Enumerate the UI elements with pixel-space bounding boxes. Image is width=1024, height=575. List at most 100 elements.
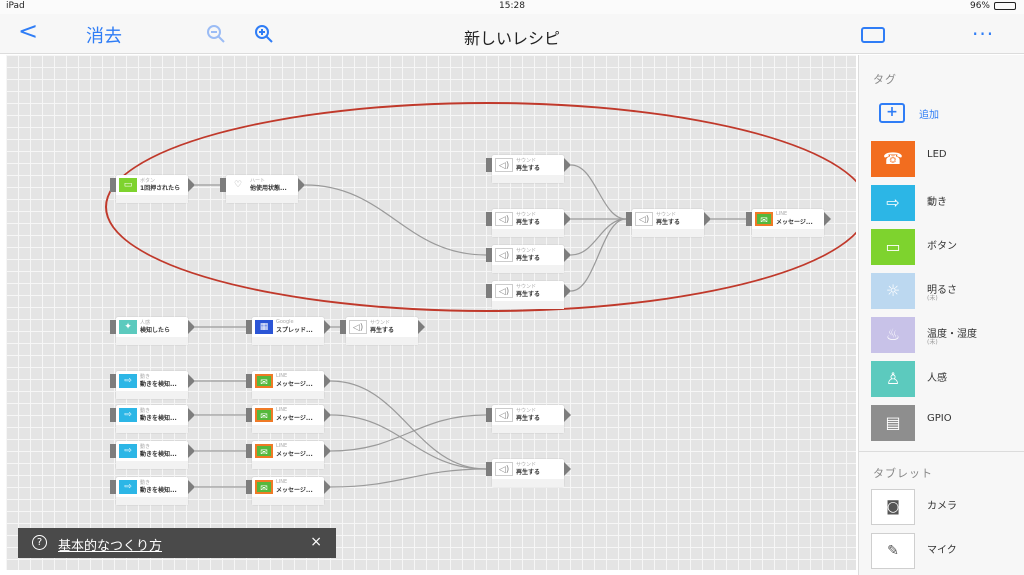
temperature-icon: ♨ [871, 317, 915, 353]
add-tag-button[interactable]: + 追加 [879, 103, 939, 123]
tag-tool-0[interactable]: ☎LED [871, 141, 1021, 177]
output-port[interactable] [704, 212, 711, 226]
input-port[interactable] [486, 212, 492, 226]
node-type: 動き [140, 444, 151, 450]
node-spk-icon: ◁) [495, 158, 513, 172]
output-port[interactable] [564, 284, 571, 298]
output-port[interactable] [324, 374, 331, 388]
close-icon[interactable]: × [310, 534, 322, 550]
recipe-node-n12[interactable]: ⇨動き動きを検知... [110, 371, 195, 399]
input-port[interactable] [110, 408, 116, 422]
tag-tool-2[interactable]: ▭ボタン [871, 229, 1021, 265]
node-label: メッセージ... [276, 381, 313, 388]
output-port[interactable] [564, 248, 571, 262]
node-label: 再生する [516, 255, 541, 262]
panel-toggle-icon[interactable] [860, 25, 886, 49]
input-port[interactable] [246, 320, 252, 334]
zoom-out-icon[interactable] [206, 24, 228, 49]
output-port[interactable] [418, 320, 425, 334]
tag-tool-5[interactable]: ♙人感 [871, 361, 1021, 397]
node-label: メッセージ... [276, 451, 313, 458]
recipe-node-n11[interactable]: ◁)サウンド再生する [340, 317, 425, 345]
recipe-node-n7[interactable]: ◁)サウンド再生する [626, 209, 711, 237]
tutorial-link[interactable]: 基本的なつくり方 [58, 539, 163, 554]
output-port[interactable] [188, 444, 195, 458]
tag-tool-1[interactable]: ⇨動き [871, 185, 1021, 221]
input-port[interactable] [110, 444, 116, 458]
input-port[interactable] [246, 374, 252, 388]
output-port[interactable] [324, 408, 331, 422]
recipe-node-n3[interactable]: ◁)サウンド再生する [486, 155, 571, 183]
recipe-node-n9[interactable]: ✦人感検知したら [110, 317, 195, 345]
output-port[interactable] [324, 320, 331, 334]
tablet-tool-0[interactable]: ◙カメラ [871, 489, 1021, 525]
output-port[interactable] [564, 212, 571, 226]
output-port[interactable] [188, 320, 195, 334]
node-line-icon: ✉ [255, 374, 273, 388]
node-spk-icon: ◁) [495, 462, 513, 476]
input-port[interactable] [110, 178, 116, 192]
node-label: 動きを検知... [140, 381, 177, 388]
input-port[interactable] [246, 444, 252, 458]
output-port[interactable] [564, 462, 571, 476]
output-port[interactable] [324, 480, 331, 494]
input-port[interactable] [626, 212, 632, 226]
output-port[interactable] [188, 178, 195, 192]
input-port[interactable] [746, 212, 752, 226]
input-port[interactable] [486, 462, 492, 476]
zoom-in-icon[interactable] [254, 24, 276, 49]
recipe-node-n2[interactable]: ♡ハート他使用状態... [220, 175, 305, 203]
input-port[interactable] [110, 480, 116, 494]
recipe-node-n5[interactable]: ◁)サウンド再生する [486, 245, 571, 273]
output-port[interactable] [188, 374, 195, 388]
recipe-node-n21[interactable]: ◁)サウンド再生する [486, 459, 571, 487]
recipe-node-n18[interactable]: ⇨動き動きを検知... [110, 477, 195, 505]
node-footer [492, 301, 564, 309]
output-port[interactable] [564, 408, 571, 422]
output-port[interactable] [824, 212, 831, 226]
more-button[interactable]: ··· [972, 22, 995, 46]
recipe-node-n20[interactable]: ◁)サウンド再生する [486, 405, 571, 433]
output-port[interactable] [564, 158, 571, 172]
output-port[interactable] [298, 178, 305, 192]
input-port[interactable] [486, 284, 492, 298]
node-type: 人感 [140, 320, 151, 326]
clear-button[interactable]: 消去 [86, 26, 122, 47]
input-port[interactable] [220, 178, 226, 192]
back-button[interactable]: < [18, 17, 39, 45]
node-cyan-icon: ⇨ [119, 444, 137, 458]
tutorial-banner[interactable]: ? 基本的なつくり方 × [18, 528, 336, 558]
tag-tool-6[interactable]: ▤GPIO [871, 405, 1021, 441]
input-port[interactable] [340, 320, 346, 334]
help-icon: ? [32, 535, 47, 550]
connection-wires [194, 164, 746, 488]
input-port[interactable] [246, 408, 252, 422]
tablet-label: カメラ [927, 501, 957, 512]
input-port[interactable] [486, 408, 492, 422]
tag-tool-4[interactable]: ♨温度・湿度(未) [871, 317, 1021, 353]
tag-tool-3[interactable]: ☼明るさ(未) [871, 273, 1021, 309]
node-footer [116, 337, 188, 345]
recipe-node-n6[interactable]: ◁)サウンド再生する [486, 281, 571, 309]
output-port[interactable] [188, 408, 195, 422]
input-port[interactable] [110, 374, 116, 388]
node-footer [116, 497, 188, 505]
recipe-node-n16[interactable]: ⇨動き動きを検知... [110, 441, 195, 469]
recipe-node-n4[interactable]: ◁)サウンド再生する [486, 209, 571, 237]
recipe-node-n14[interactable]: ⇨動き動きを検知... [110, 405, 195, 433]
output-port[interactable] [188, 480, 195, 494]
input-port[interactable] [246, 480, 252, 494]
tablet-tool-1[interactable]: ✎マイク [871, 533, 1021, 569]
input-port[interactable] [486, 158, 492, 172]
input-port[interactable] [110, 320, 116, 334]
output-port[interactable] [324, 444, 331, 458]
input-port[interactable] [486, 248, 492, 262]
